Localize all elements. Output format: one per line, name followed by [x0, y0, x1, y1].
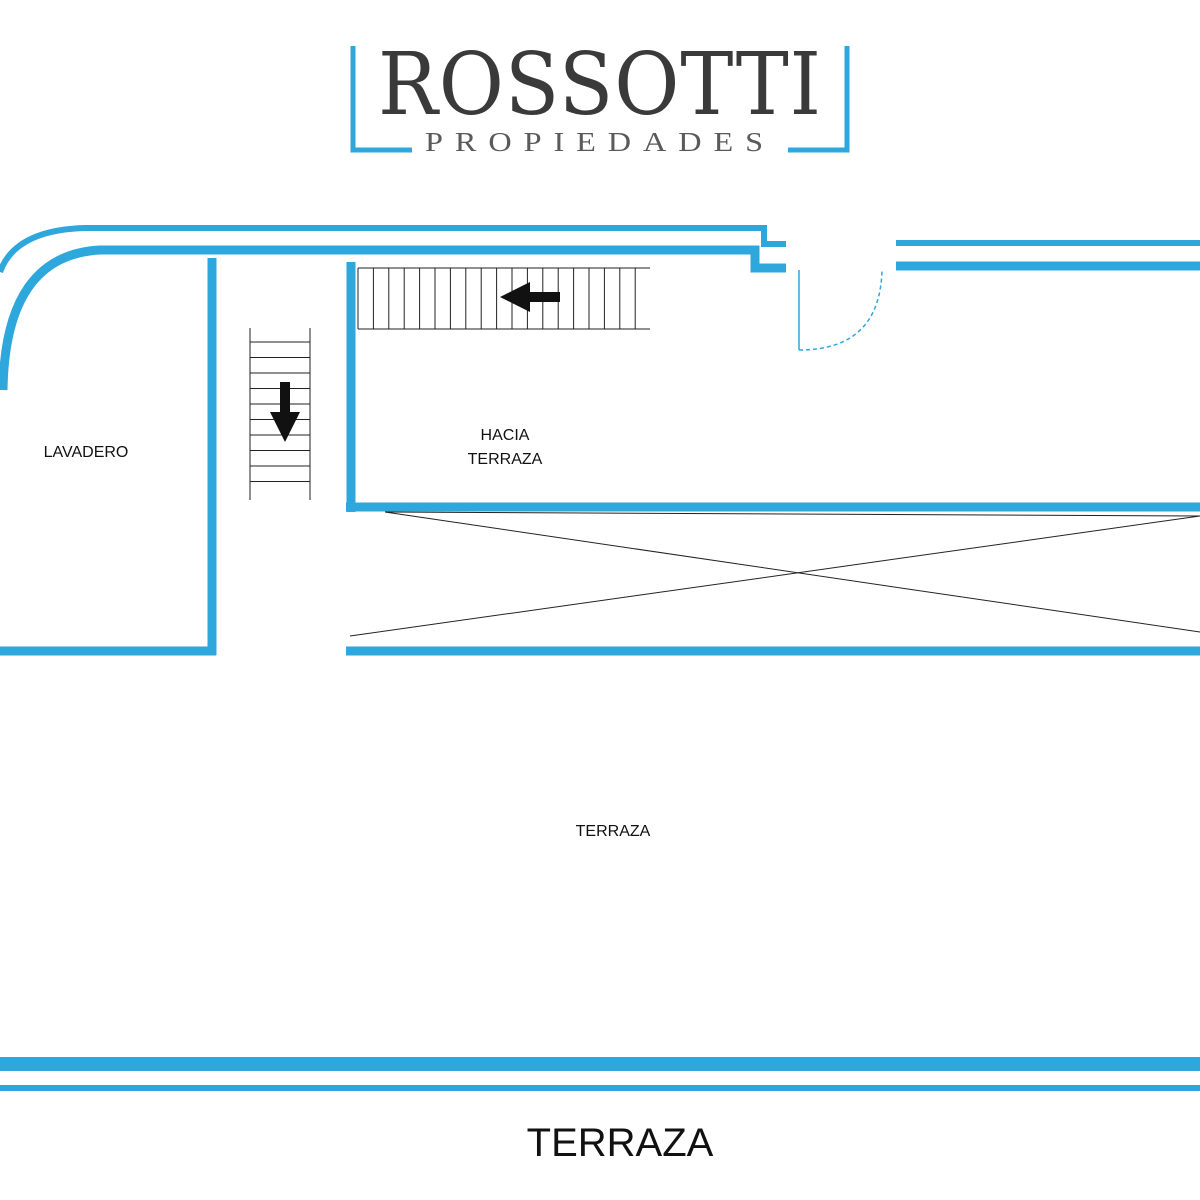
- stair-up: [357, 267, 650, 330]
- void-cross: [349, 511, 1200, 637]
- outer-top-wall: [0, 225, 786, 274]
- logo-tagline: PROPIEDADES: [425, 127, 775, 157]
- logo-frame-right: [788, 46, 850, 153]
- walls: [0, 225, 1200, 1091]
- plan-title: TERRAZA: [527, 1121, 714, 1165]
- room-label-lavadero: LAVADERO: [44, 444, 129, 461]
- room-label-terraza-second-line: TERRAZA: [468, 451, 543, 468]
- inner-top-wall: [0, 245, 786, 391]
- door: [798, 269, 883, 351]
- room-label-terraza: TERRAZA: [576, 823, 651, 840]
- arrow-left-icon: [500, 282, 560, 312]
- arrow-down-icon: [270, 382, 300, 442]
- room-label-hacia: HACIA: [481, 427, 530, 444]
- door-swing: [798, 269, 883, 351]
- logo-frame-left: [350, 46, 412, 153]
- logo: ROSSOTTI PROPIEDADES: [350, 35, 850, 157]
- logo-name: ROSSOTTI: [378, 35, 822, 135]
- stair-down: [249, 328, 311, 500]
